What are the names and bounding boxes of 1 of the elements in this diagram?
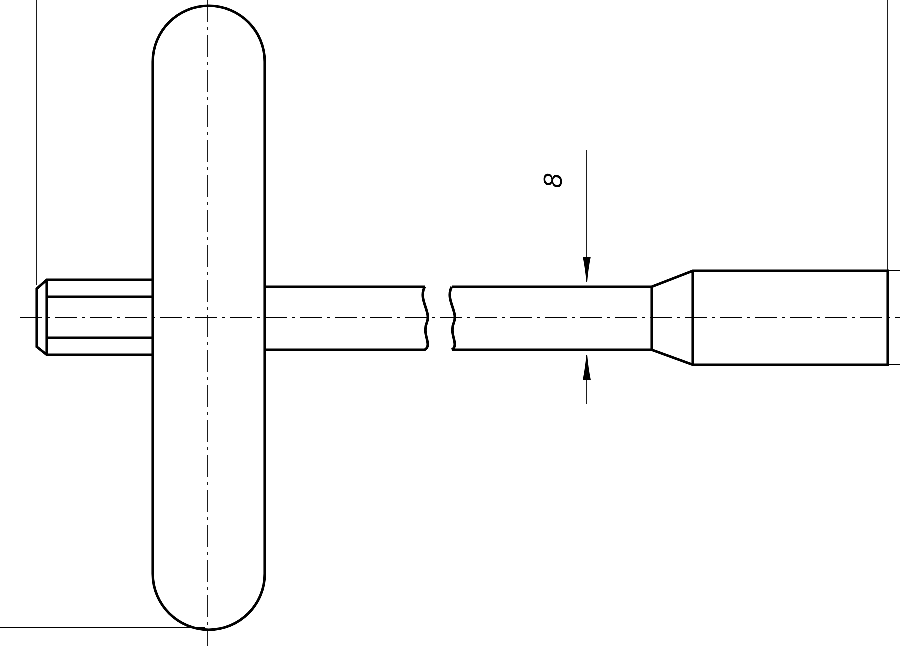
dimension-label: 8: [544, 174, 562, 188]
